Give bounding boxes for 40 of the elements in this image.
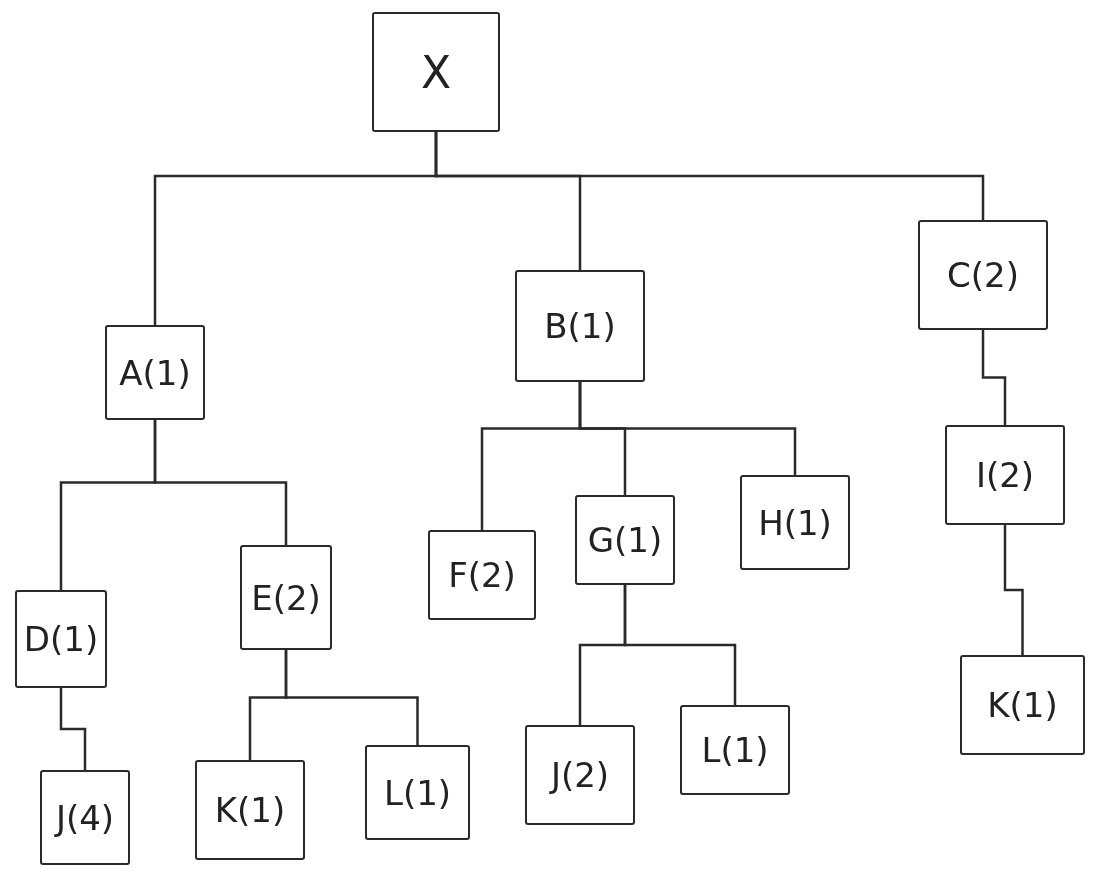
connector-line — [434, 132, 985, 220]
node-box — [945, 425, 1065, 525]
node-box — [240, 545, 332, 650]
node-label: K(1) — [987, 685, 1058, 725]
connector-line — [1003, 525, 1024, 655]
node-box — [40, 770, 130, 865]
node-box — [15, 590, 107, 688]
node-box — [195, 760, 305, 860]
node-label: B(1) — [544, 306, 616, 346]
node-label: I(2) — [975, 455, 1035, 495]
node-label: J(2) — [550, 755, 610, 795]
node-box — [515, 270, 645, 382]
node-label: D(1) — [23, 619, 99, 659]
connector-line — [578, 382, 797, 475]
node-label: L(1) — [701, 730, 769, 770]
node-box — [365, 745, 470, 840]
node-label: H(1) — [758, 502, 832, 543]
node-label: C(2) — [947, 255, 1019, 295]
connector-line — [153, 420, 288, 545]
node-label: G(1) — [587, 520, 663, 560]
node-box — [960, 655, 1085, 755]
node-box — [525, 725, 635, 825]
node-label: F(2) — [448, 555, 516, 595]
node-box — [680, 705, 790, 795]
connector-line — [284, 650, 419, 745]
node-box — [372, 12, 500, 132]
connector-line — [981, 330, 1007, 425]
connector-line — [59, 688, 87, 770]
node-box — [740, 475, 850, 570]
connector-line — [623, 585, 737, 705]
node-label: K(1) — [214, 790, 286, 830]
node-box — [105, 325, 205, 420]
node-box — [428, 530, 536, 620]
node-label: J(4) — [55, 797, 115, 838]
node-label: A(1) — [119, 352, 191, 393]
node-label: X — [420, 46, 452, 98]
node-label: E(2) — [251, 577, 321, 618]
node-label: L(1) — [383, 772, 452, 813]
node-box — [575, 495, 675, 585]
node-box — [918, 220, 1048, 330]
